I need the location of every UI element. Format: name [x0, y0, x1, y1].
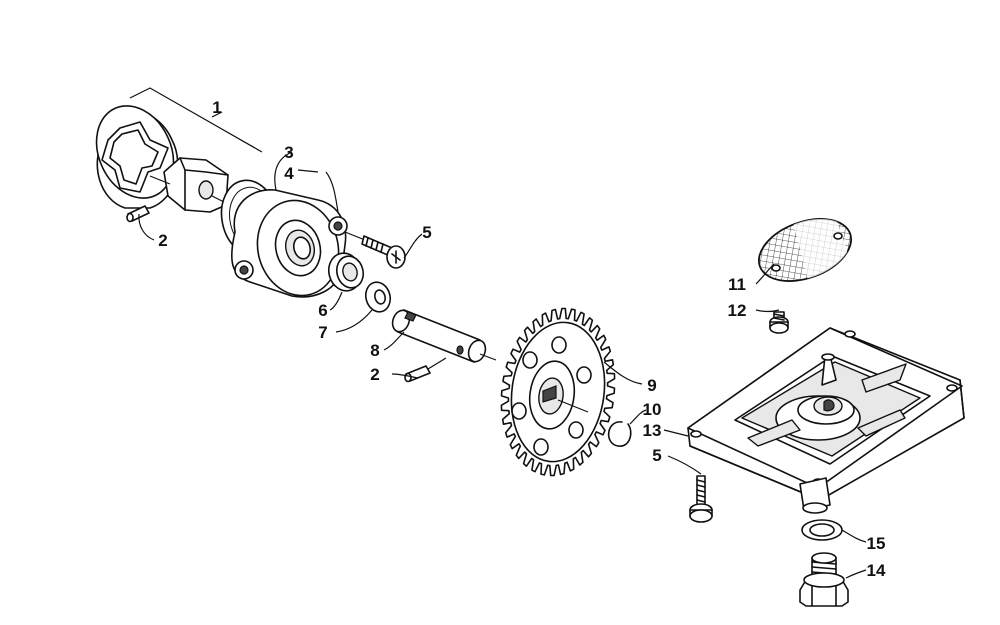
drain-plug	[799, 552, 849, 607]
callout-14: 14	[867, 561, 886, 580]
callout-9: 9	[647, 376, 656, 395]
callout-15: 15	[867, 534, 886, 553]
oil-seal	[327, 252, 365, 292]
outer-rotor	[95, 105, 179, 209]
pin-lower	[404, 357, 447, 383]
bolt-lower	[689, 475, 713, 523]
o-ring	[801, 519, 843, 541]
pump-cover	[687, 327, 965, 514]
callout-13: 13	[643, 421, 662, 440]
callout-3: 3	[284, 143, 293, 162]
pin-upper	[126, 205, 150, 223]
callout-2-upper: 2	[158, 231, 167, 250]
callout-11: 11	[728, 275, 746, 294]
callout-12: 12	[728, 301, 747, 320]
callout-7: 7	[318, 323, 327, 342]
washer	[364, 281, 392, 313]
drive-gear	[500, 307, 616, 477]
strainer-screen	[757, 210, 853, 282]
assembly-bracket	[129, 87, 263, 153]
screw-upper	[361, 235, 406, 269]
callout-6: 6	[318, 301, 327, 320]
callout-5-upper: 5	[422, 223, 431, 242]
pump-shaft	[391, 309, 497, 363]
screen-screw	[769, 311, 789, 334]
callout-8: 8	[370, 341, 379, 360]
pump-housing	[230, 189, 366, 298]
circlip	[607, 421, 632, 447]
callout-labels: 1 2 3 4 5 6 7 8 2 9 10 11 12 13 5 15 14	[158, 98, 886, 580]
callout-2-lower: 2	[370, 365, 379, 384]
leader-lines	[138, 151, 867, 579]
callout-1: 1	[212, 98, 221, 117]
callout-10: 10	[643, 400, 662, 419]
callout-4: 4	[284, 164, 294, 183]
callout-5-lower: 5	[652, 446, 661, 465]
